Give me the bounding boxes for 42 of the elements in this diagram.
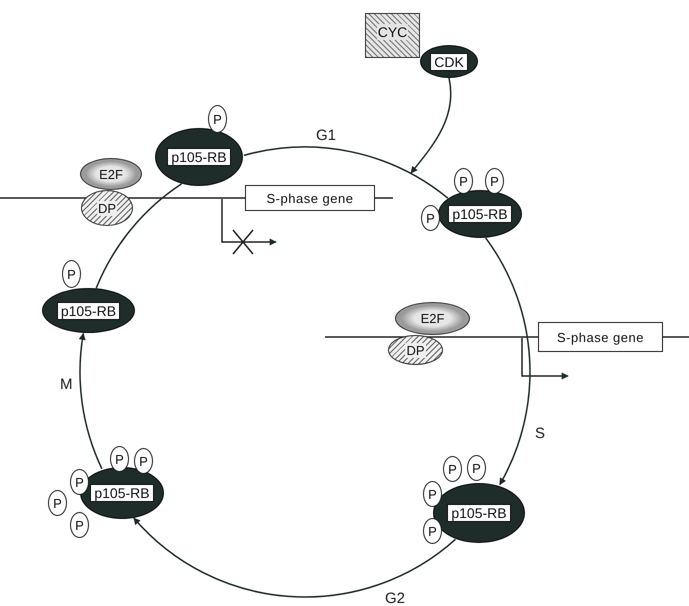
arrow bbox=[410, 78, 452, 174]
protein-ellipse bbox=[438, 190, 522, 238]
phosphate-oval: P bbox=[423, 518, 442, 544]
protein-label: p105-RB bbox=[447, 504, 511, 522]
protein-label: DP bbox=[405, 342, 426, 358]
phosphate-oval: P bbox=[421, 205, 440, 231]
phase-label: M bbox=[60, 376, 72, 393]
protein-label: p105-RB bbox=[90, 484, 154, 502]
phosphate-oval: P bbox=[454, 168, 473, 194]
phosphate-oval: P bbox=[467, 455, 486, 481]
protein-label: DP bbox=[96, 200, 118, 216]
phosphate-oval: P bbox=[443, 456, 462, 482]
phosphate-oval: P bbox=[48, 490, 67, 516]
kinase-ellipse bbox=[420, 45, 478, 78]
phosphate-oval: P bbox=[110, 446, 129, 472]
protein-label: CDK bbox=[430, 52, 468, 70]
transcription-factor-oval: E2F bbox=[395, 302, 470, 335]
phosphate-oval: P bbox=[208, 105, 227, 133]
gene-box: S-phase gene bbox=[538, 322, 663, 352]
cycle-arrow bbox=[133, 517, 456, 598]
phosphate-oval: P bbox=[62, 260, 81, 288]
phase-label: G1 bbox=[316, 127, 336, 144]
cycle-arrow bbox=[485, 237, 530, 486]
partner-protein-oval bbox=[388, 335, 443, 365]
cyclin-box bbox=[365, 13, 420, 58]
phase-label: G2 bbox=[385, 590, 406, 606]
protein-label: p105-RB bbox=[56, 302, 120, 320]
partner-protein-oval bbox=[81, 190, 133, 226]
phosphate-oval: P bbox=[70, 469, 89, 495]
cycle-arrow bbox=[79, 332, 103, 470]
phase-label: S bbox=[535, 425, 546, 442]
phosphate-oval: P bbox=[423, 481, 442, 507]
phosphate-oval: P bbox=[485, 168, 504, 194]
cycle-line bbox=[96, 183, 182, 288]
cycle-line bbox=[244, 146, 448, 199]
phosphate-oval: P bbox=[70, 512, 89, 538]
protein-label: p105-RB bbox=[167, 148, 231, 166]
protein-label: CYC bbox=[376, 24, 408, 40]
transcription-factor-oval: E2F bbox=[80, 158, 142, 190]
gene-box: S-phase gene bbox=[245, 185, 375, 211]
phosphate-oval: P bbox=[134, 448, 153, 474]
protein-label: p105-RB bbox=[448, 205, 512, 223]
